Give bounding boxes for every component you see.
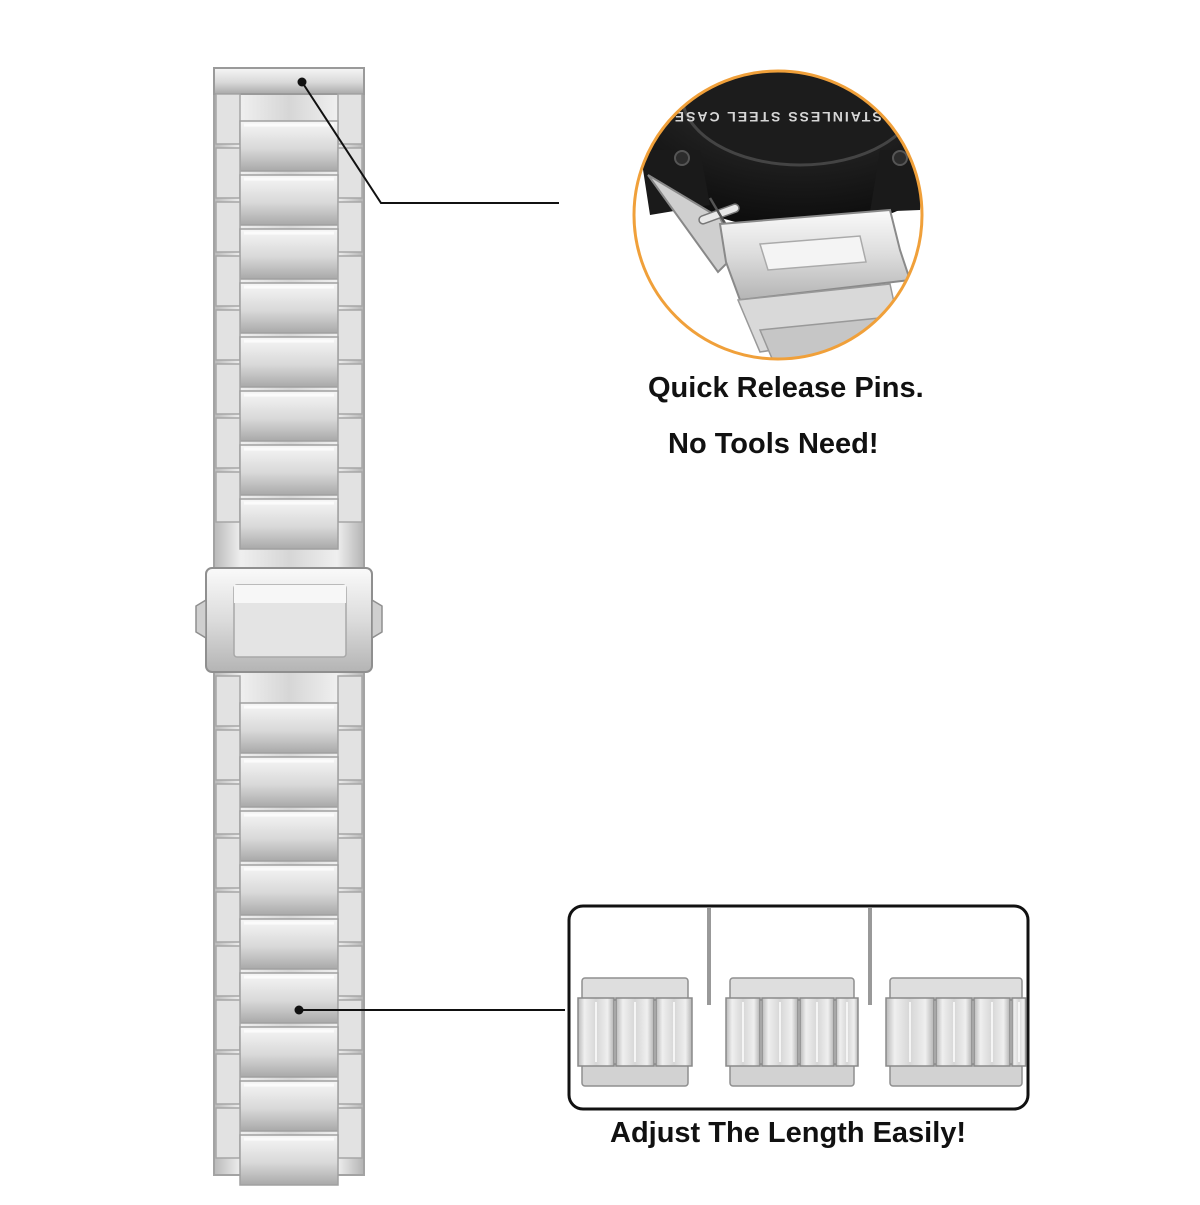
band-link: [215, 255, 363, 334]
band-link: [215, 891, 363, 970]
band-link: [215, 363, 363, 442]
band-link: [215, 837, 363, 916]
adjust-length-caption: Adjust The Length Easily!: [610, 1117, 967, 1149]
band-link: [215, 147, 363, 226]
band-link: [215, 309, 363, 388]
no-tools-caption: No Tools Need!: [668, 428, 879, 460]
band-end-link: [213, 67, 365, 95]
band-link: [215, 999, 363, 1078]
quick-release-magnifier: 316L STAINLESS STEEL CASE: [632, 69, 928, 361]
adjust-pointer-line: [294, 1005, 565, 1015]
clasp-release-button-right: [371, 598, 383, 640]
adjust-length-panel: [567, 904, 1030, 1111]
band-link: [215, 1053, 363, 1132]
band-clasp: [195, 567, 383, 673]
band-link: [215, 417, 363, 496]
band-link: [215, 471, 363, 550]
adjust-link-assembly: [577, 977, 693, 1087]
band-link: [215, 729, 363, 808]
watch-band: [195, 67, 383, 1186]
case-lug-left: [640, 150, 710, 215]
band-lower-links: [215, 675, 363, 1186]
adjust-link-assembly: [725, 977, 859, 1087]
band-link: [215, 783, 363, 862]
case-lug-right: [870, 150, 921, 212]
band-link: [215, 201, 363, 280]
case-engraving: 316L STAINLESS STEEL CASE: [673, 109, 928, 125]
quick-release-caption: Quick Release Pins.: [648, 372, 924, 404]
clasp-release-button-left: [195, 598, 207, 640]
band-upper-links: [215, 93, 363, 550]
adjust-link-assembly: [885, 977, 1027, 1087]
pins-pointer-line: [297, 77, 559, 204]
band-link: [215, 1107, 363, 1186]
band-link: [215, 675, 363, 754]
band-link: [215, 945, 363, 1024]
magnifier-ring: [632, 69, 924, 361]
band-link: [215, 93, 363, 172]
